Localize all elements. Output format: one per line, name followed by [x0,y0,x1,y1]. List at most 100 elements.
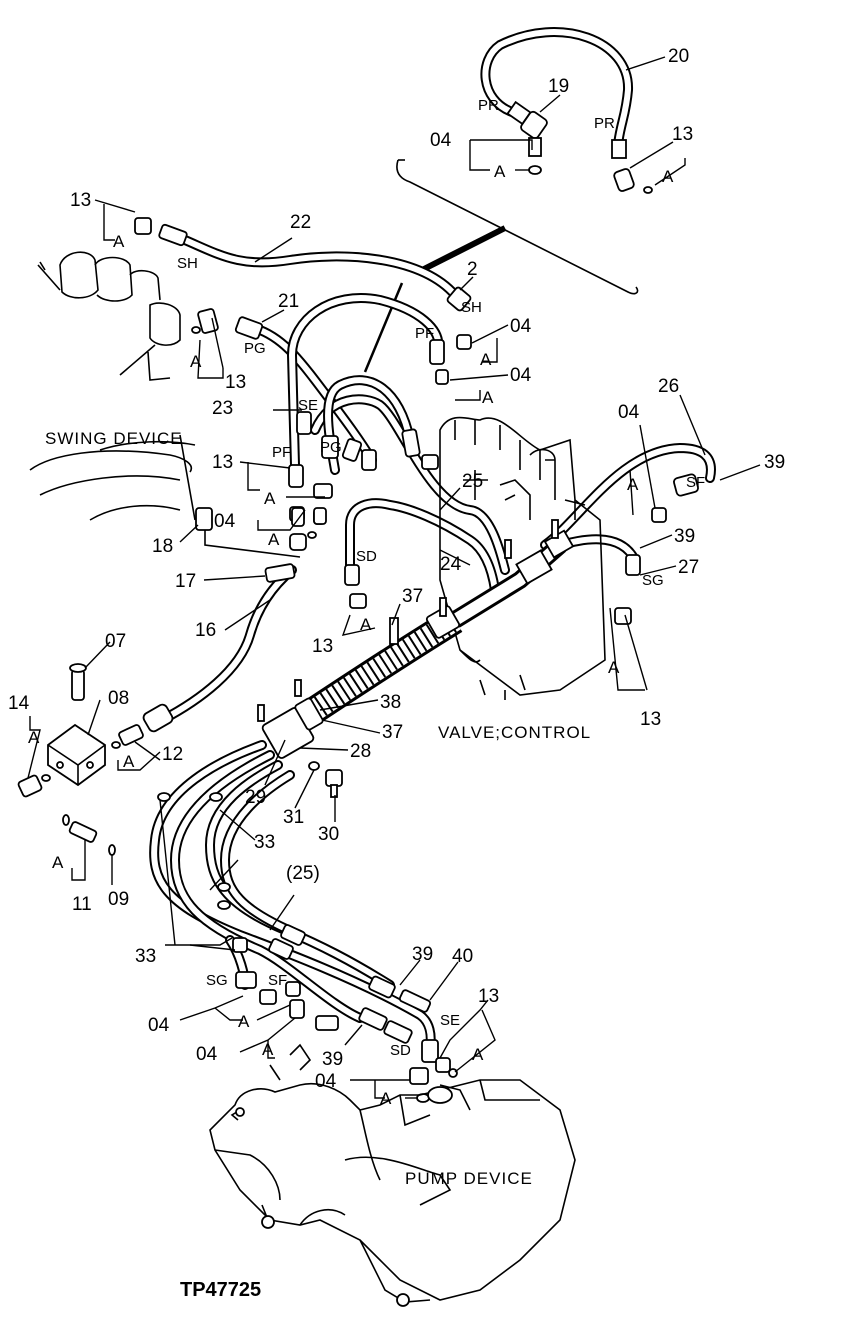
callout-11: 11 [72,894,92,915]
valve-control-label: VALVE;CONTROL [438,723,591,742]
callout-13: 13 [312,636,333,657]
port-label-sg: SG [206,972,228,989]
kit-marker-a: A [494,162,506,181]
callouts: 20 19 13 04 22 13 2 21 04 04 13 23 26 04… [8,46,785,1092]
pump-device-label: PUMP DEVICE [405,1169,533,1188]
kit-marker-a: A [52,853,64,872]
port-label-pg: PG [320,439,342,456]
kit-markers: A A A A A A A A A A A A A A A A A A A [28,162,674,1108]
callout-33: 33 [135,946,156,967]
kit-marker-a: A [360,615,372,634]
callout-27: 27 [678,557,699,578]
callout-25-ref: (25) [286,863,320,884]
callout-18: 18 [152,536,173,557]
swing-fittings [191,326,327,558]
kit-marker-a: A [262,1040,274,1059]
callout-04: 04 [430,130,452,151]
port-label-sd: SD [356,548,377,565]
hose-bundle-upper [197,293,716,625]
kit-marker-a: A [480,350,492,369]
port-labels: PR PR SH SH PF PG SE PF PG SD SF SG SG S… [177,97,705,1059]
callout-25: 25 [462,471,483,492]
callout-40: 40 [452,946,473,967]
port-label-pg: PG [244,340,266,357]
port-label-sd: SD [390,1042,411,1059]
callout-33: 33 [254,832,275,853]
callout-13: 13 [212,452,233,473]
cab-floor-outline [363,159,639,373]
callout-04: 04 [196,1044,218,1065]
port-label-pr: PR [478,97,499,114]
port-label-sg: SG [642,572,664,589]
swing-device-label: SWING DEVICE [45,429,183,448]
callout-39: 39 [674,526,695,547]
callout-26: 26 [658,376,679,397]
callout-16: 16 [195,620,216,641]
kit-marker-a: A [123,752,135,771]
control-valve-body [439,416,606,700]
swing-device-outline [29,251,196,521]
callout-09: 09 [108,889,129,910]
hose-20 [480,27,653,194]
callout-19: 19 [548,76,569,97]
callout-13: 13 [672,124,693,145]
kit-marker-a: A [380,1089,392,1108]
pump-device-outline [209,1043,576,1307]
callout-37: 37 [382,722,403,743]
port-label-pr: PR [594,115,615,132]
callout-13: 13 [70,190,91,211]
callout-39: 39 [412,944,433,965]
callout-20: 20 [668,46,689,67]
figure-id: TP47725 [180,1279,261,1301]
kit-marker-a: A [627,475,639,494]
kit-marker-a: A [190,352,202,371]
port-label-se: SE [298,397,318,414]
kit-marker-a: A [238,1012,250,1031]
callout-2: 2 [467,259,478,280]
callout-30: 30 [318,824,339,845]
port-label-sf: SF [686,474,705,491]
callout-04: 04 [214,511,236,532]
port-label-pf: PF [272,444,291,461]
clamp-fittings [308,761,343,798]
kit-marker-a: A [264,489,276,508]
callout-22: 22 [290,212,311,233]
port-label-pf: PF [415,325,434,342]
callout-04: 04 [510,316,532,337]
kit-marker-a: A [28,728,40,747]
leader-lines [27,56,761,1099]
callout-12: 12 [162,744,183,765]
callout-13: 13 [640,709,661,730]
callout-17: 17 [175,571,196,592]
port-label-se: SE [440,1012,460,1029]
callout-04: 04 [618,402,640,423]
callout-37: 37 [402,586,423,607]
block-08 [17,663,144,856]
callout-13: 13 [478,986,499,1007]
kit-marker-a: A [608,658,620,677]
callout-39: 39 [764,452,785,473]
callout-13: 13 [225,372,246,393]
kit-marker-a: A [113,232,125,251]
callout-28: 28 [350,741,371,762]
port-label-sh: SH [461,299,482,316]
callout-04: 04 [315,1071,337,1092]
callout-29: 29 [245,787,266,808]
hose-bundle-lower [149,740,458,1103]
kit-marker-a: A [268,530,280,549]
callout-38: 38 [380,692,401,713]
port-label-sh: SH [177,255,198,272]
port-label-sf: SF [268,972,287,989]
line-16 [142,563,297,733]
callout-04: 04 [510,365,532,386]
hose-22 [134,217,472,312]
callout-04: 04 [148,1015,170,1036]
callout-07: 07 [105,631,126,652]
callout-23: 23 [212,398,233,419]
kit-marker-a: A [662,167,674,186]
kit-marker-a: A [472,1045,484,1064]
callout-08: 08 [108,688,129,709]
callout-24: 24 [440,554,462,575]
callout-14: 14 [8,693,30,714]
